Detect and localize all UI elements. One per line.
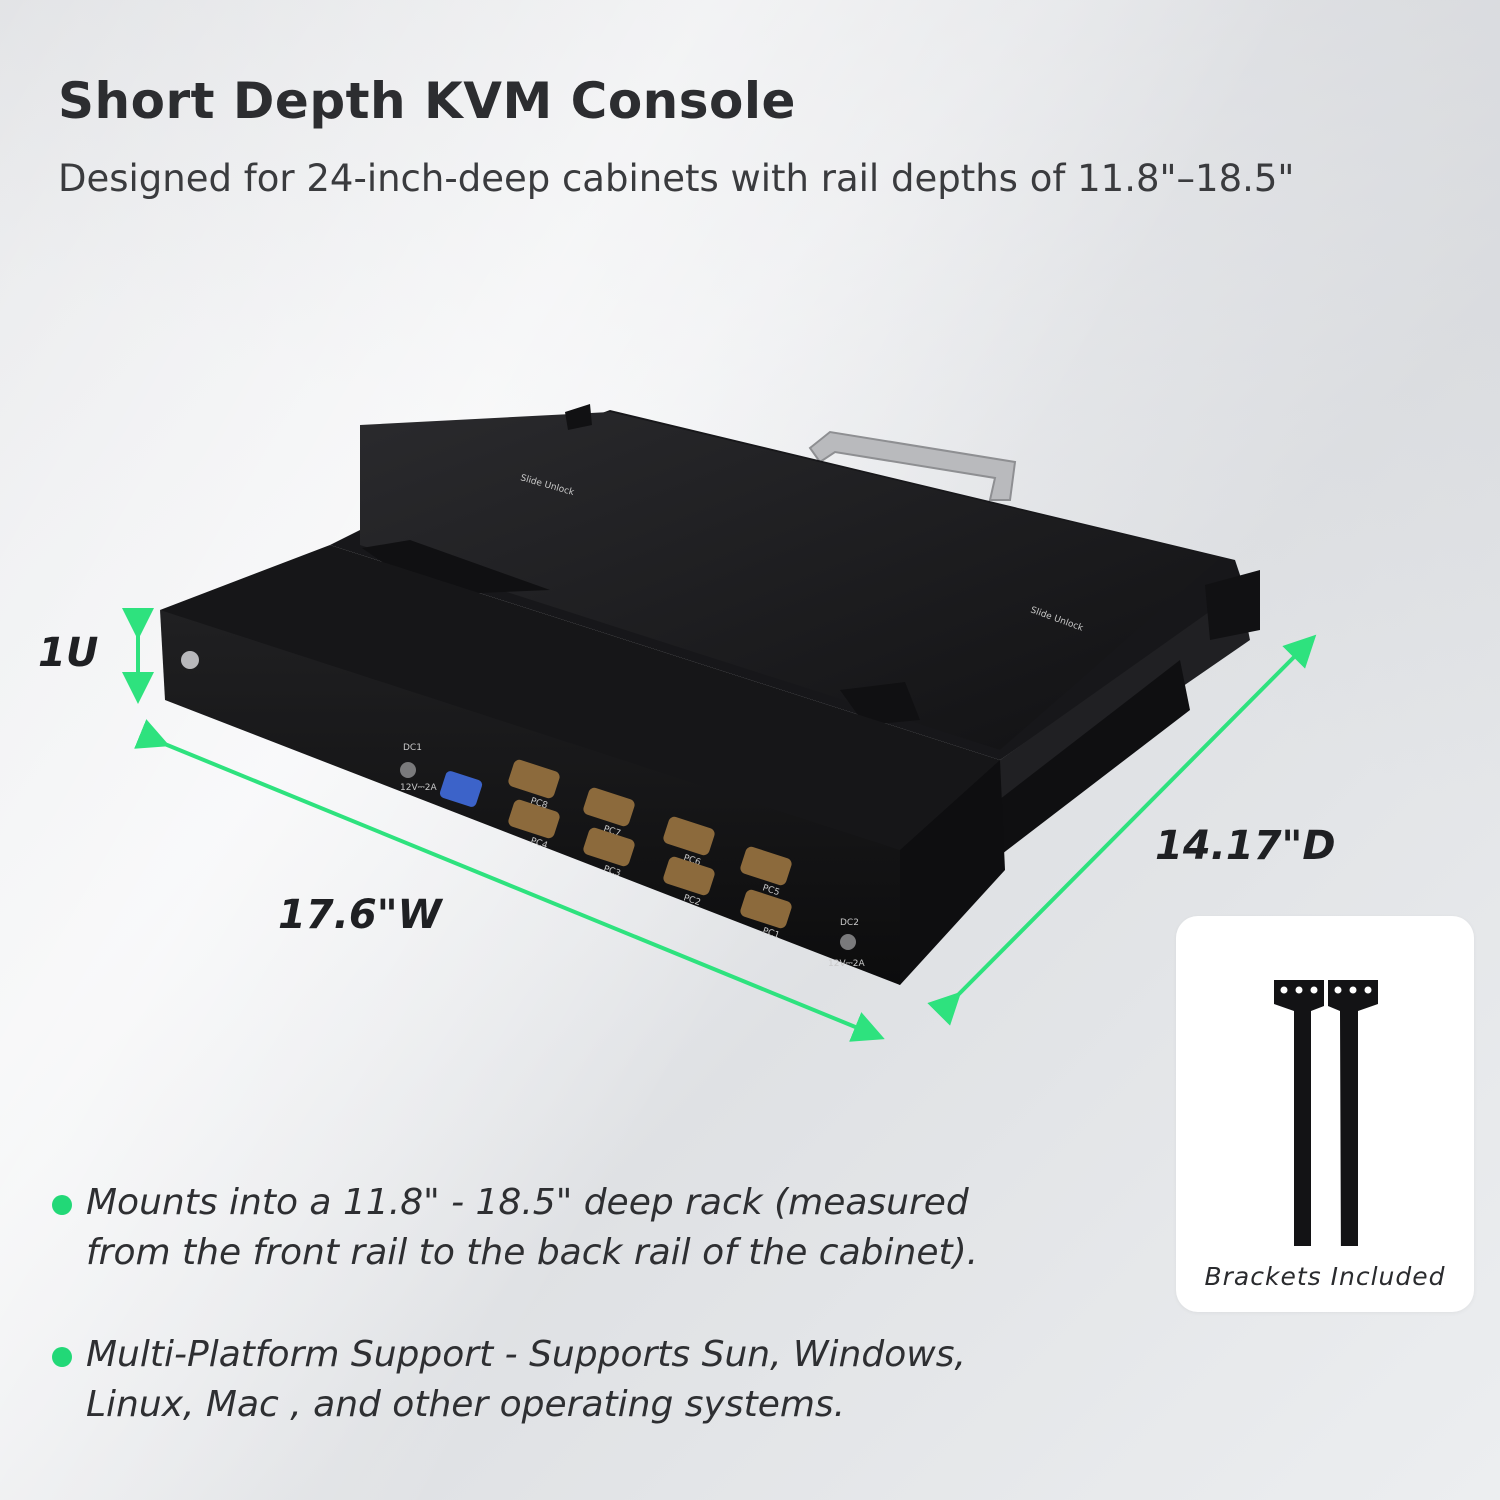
- dc2-rating: 12V⎓2A: [828, 959, 866, 969]
- brackets-image: [1274, 980, 1378, 1271]
- depth-arrow: [927, 634, 1317, 1026]
- page-subtitle: Designed for 24-inch-deep cabinets with …: [58, 157, 1295, 200]
- bullet-dot-icon: [52, 1195, 72, 1215]
- bracket-left-icon: [1274, 980, 1324, 1271]
- depth-dimension-label: 14.17"D: [1155, 823, 1336, 869]
- thumbscrew-icon: [181, 651, 199, 669]
- dc1-label: DC1: [403, 743, 422, 753]
- width-dimension-label: 17.6"W: [278, 892, 442, 938]
- feature-bullet-rack-depth: Mounts into a 11.8" - 18.5" deep rack (m…: [52, 1178, 986, 1278]
- bullet-text: Mounts into a 11.8" - 18.5" deep rack (m…: [86, 1182, 979, 1273]
- dc2-jack-icon: [840, 934, 856, 950]
- bullet-text: Multi-Platform Support - Supports Sun, W…: [86, 1334, 966, 1425]
- rack-handle: [808, 430, 1017, 501]
- dimension-arrows: [122, 608, 1317, 1042]
- brackets-label: Brackets Included: [1204, 1262, 1446, 1291]
- dc1-rating: 12V⎓2A: [400, 783, 438, 793]
- width-arrow: [134, 719, 885, 1042]
- height-dimension-label: 1U: [38, 630, 99, 676]
- brackets-card: Brackets Included: [1176, 916, 1474, 1312]
- dc1-jack-icon: [400, 762, 416, 778]
- bracket-right-icon: [1328, 980, 1378, 1271]
- dc2-label: DC2: [840, 918, 859, 928]
- feature-bullet-multiplatform: Multi-Platform Support - Supports Sun, W…: [52, 1330, 986, 1430]
- page-title: Short Depth KVM Console: [58, 72, 796, 130]
- bullet-dot-icon: [52, 1347, 72, 1367]
